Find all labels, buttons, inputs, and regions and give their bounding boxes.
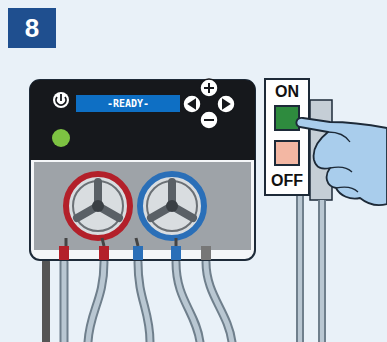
finger-lines [328, 132, 358, 192]
step-label: 8 [8, 8, 56, 48]
switch-cables-inner [300, 195, 322, 342]
control-panel [30, 80, 255, 160]
switch-label: OFF [266, 172, 308, 190]
status-led [52, 129, 70, 147]
switch-mount [310, 100, 332, 200]
tube-fittings [59, 238, 211, 260]
step-number: 8 [8, 8, 56, 48]
pump-bay [34, 162, 251, 250]
switch-label: ON [266, 83, 308, 101]
glove [296, 118, 387, 205]
tubes [46, 262, 232, 342]
power-switch: ON OFF [264, 78, 310, 196]
arrow-buttons [183, 79, 235, 129]
display-text: -READY- [76, 95, 180, 112]
red-pump-head [66, 174, 130, 238]
power-button [53, 92, 69, 108]
switch-cables [300, 195, 322, 342]
blue-pump-head [140, 174, 204, 238]
button-symbols [189, 83, 229, 120]
off-rocker [274, 140, 300, 166]
pump-housing [30, 80, 255, 260]
display-screen: -READY- [76, 95, 180, 112]
power-symbol [56, 94, 66, 105]
on-rocker [274, 105, 300, 131]
